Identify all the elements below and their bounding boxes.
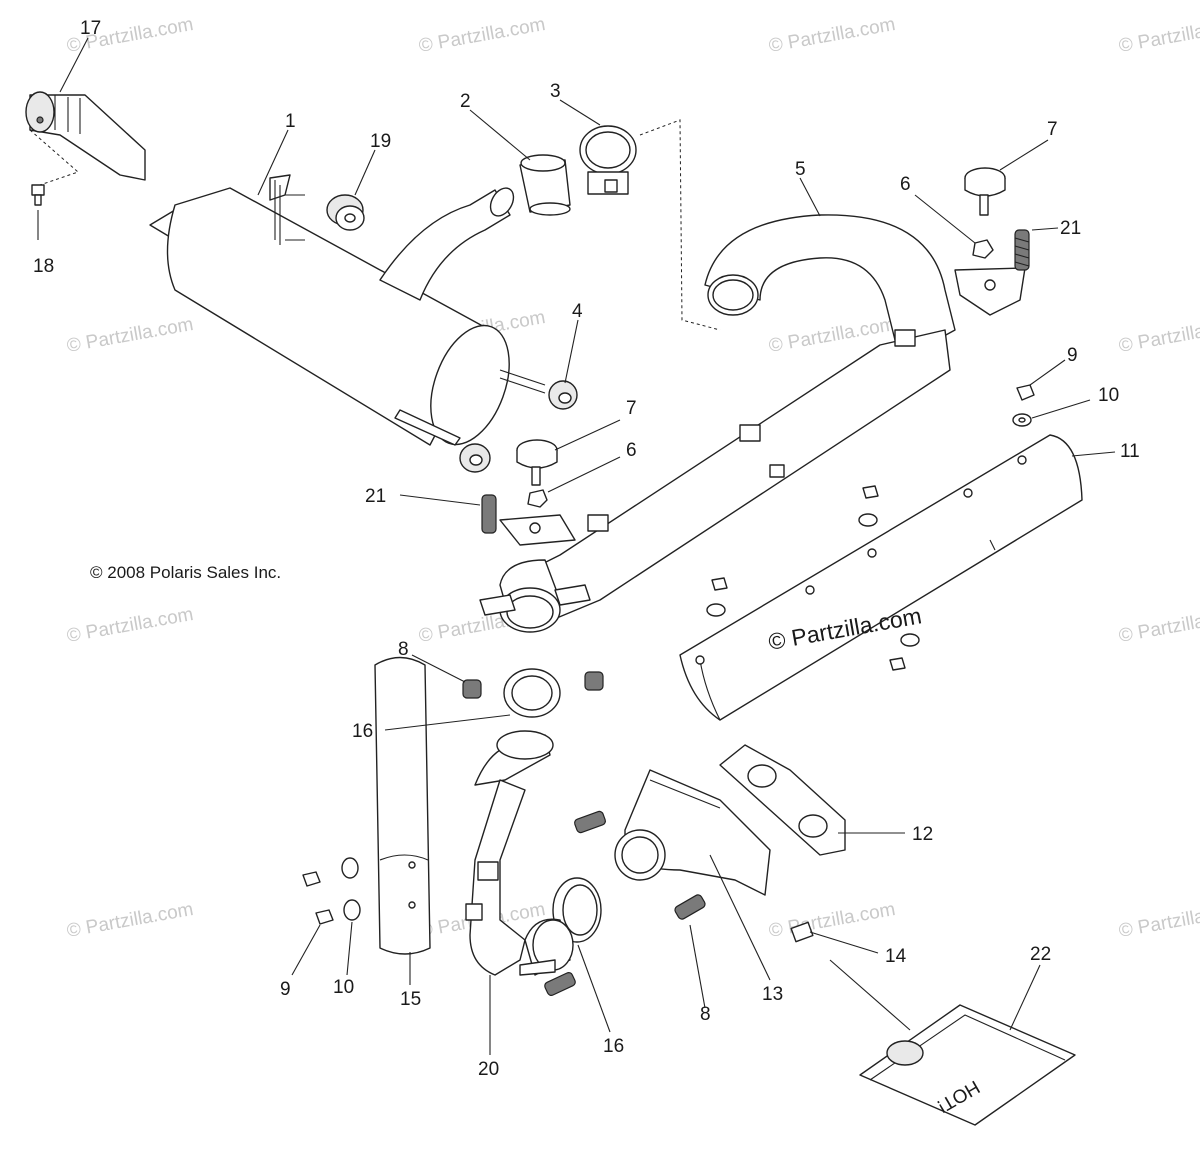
part-5-head-pipe — [704, 214, 956, 361]
long-pipe — [479, 329, 951, 633]
part-21-spring-lower — [481, 494, 497, 534]
part-8-nut — [584, 671, 604, 691]
dashed-link — [29, 129, 79, 186]
spring — [544, 972, 576, 996]
spring — [574, 810, 606, 834]
callout-9: 9 — [1067, 345, 1078, 366]
callout-4: 4 — [572, 301, 583, 322]
part-10-washer — [1012, 413, 1032, 427]
callout-21: 21 — [1060, 218, 1081, 239]
leader-lines — [37, 37, 1116, 1055]
callout-6: 6 — [900, 174, 911, 195]
callout-8: 8 — [700, 1004, 711, 1025]
callout-7: 7 — [626, 398, 637, 419]
part-16-gasket — [503, 668, 561, 718]
callout-17: 17 — [80, 18, 101, 39]
grommet — [459, 443, 491, 473]
part-6-nut — [972, 239, 994, 259]
part-7-bumper-lower — [516, 439, 558, 486]
callout-8: 8 — [398, 639, 409, 660]
watermark: © Partzilla.com — [65, 604, 195, 647]
part-9-bolts-lower — [302, 871, 334, 925]
callout-10: 10 — [1098, 385, 1119, 406]
part-17-spark-arrestor — [25, 91, 146, 181]
part-1-muffler — [149, 174, 546, 446]
callout-18: 18 — [33, 256, 54, 277]
callout-16: 16 — [352, 721, 373, 742]
callout-11: 11 — [1120, 441, 1140, 462]
callout-7: 7 — [1047, 119, 1058, 140]
callout-21: 21 — [365, 486, 386, 507]
watermark: © Partzilla.com — [767, 14, 897, 57]
spring — [674, 894, 706, 920]
callout-6: 6 — [626, 440, 637, 461]
part-7-bumper — [964, 167, 1006, 216]
shield-bolts — [706, 485, 920, 671]
bracket-lower — [499, 514, 576, 546]
watermark: © Partzilla.com — [65, 899, 195, 942]
watermark: © Partzilla.com — [1117, 14, 1200, 57]
watermark: © Partzilla.com — [1117, 604, 1200, 647]
part-11-heat-shield — [679, 434, 1083, 721]
callout-19: 19 — [370, 131, 391, 152]
muffler-inlet-pipe — [379, 187, 515, 301]
part-4-grommet — [548, 380, 578, 410]
part-19-grommet — [326, 194, 365, 231]
bracket — [954, 267, 1026, 316]
part-18-screw — [31, 184, 45, 206]
part-15-shield — [374, 656, 431, 955]
part-12-gasket — [719, 744, 846, 856]
part-22-heat-plate: HOT! — [859, 1004, 1076, 1126]
part-9-bolt — [1016, 384, 1035, 401]
callout-13: 13 — [762, 984, 783, 1005]
watermark: © Partzilla.com — [1117, 899, 1200, 942]
part-8-nut — [462, 679, 482, 699]
part-2-sleeve — [519, 154, 571, 216]
callout-15: 15 — [400, 989, 421, 1010]
part-14-bolt — [790, 921, 814, 943]
callout-1: 1 — [285, 111, 296, 132]
watermark: © Partzilla.com — [417, 14, 547, 57]
part-13-manifold — [614, 769, 771, 896]
part-21-spring — [1014, 229, 1030, 271]
callout-12: 12 — [912, 824, 933, 845]
watermark: © Partzilla.com — [65, 314, 195, 357]
callouts: 17 18 1 2 3 19 5 6 7 21 4 7 6 21 9 10 11… — [33, 18, 1140, 1080]
callout-20: 20 — [478, 1059, 499, 1080]
callout-3: 3 — [550, 81, 561, 102]
part-20-head-pipe — [465, 730, 574, 976]
callout-2: 2 — [460, 91, 471, 112]
part-6-nut-lower — [527, 489, 548, 508]
callout-9: 9 — [280, 979, 291, 1000]
copyright-text: © 2008 Polaris Sales Inc. — [90, 563, 281, 582]
part-10-washers-lower — [341, 857, 361, 921]
part-3-clamp — [579, 125, 637, 195]
callout-14: 14 — [885, 946, 907, 967]
callout-22: 22 — [1030, 944, 1051, 965]
callout-16: 16 — [603, 1036, 624, 1057]
watermark: © Partzilla.com — [1117, 314, 1200, 357]
watermark: © Partzilla.com — [767, 899, 897, 942]
callout-5: 5 — [795, 159, 806, 180]
callout-10: 10 — [333, 977, 354, 998]
